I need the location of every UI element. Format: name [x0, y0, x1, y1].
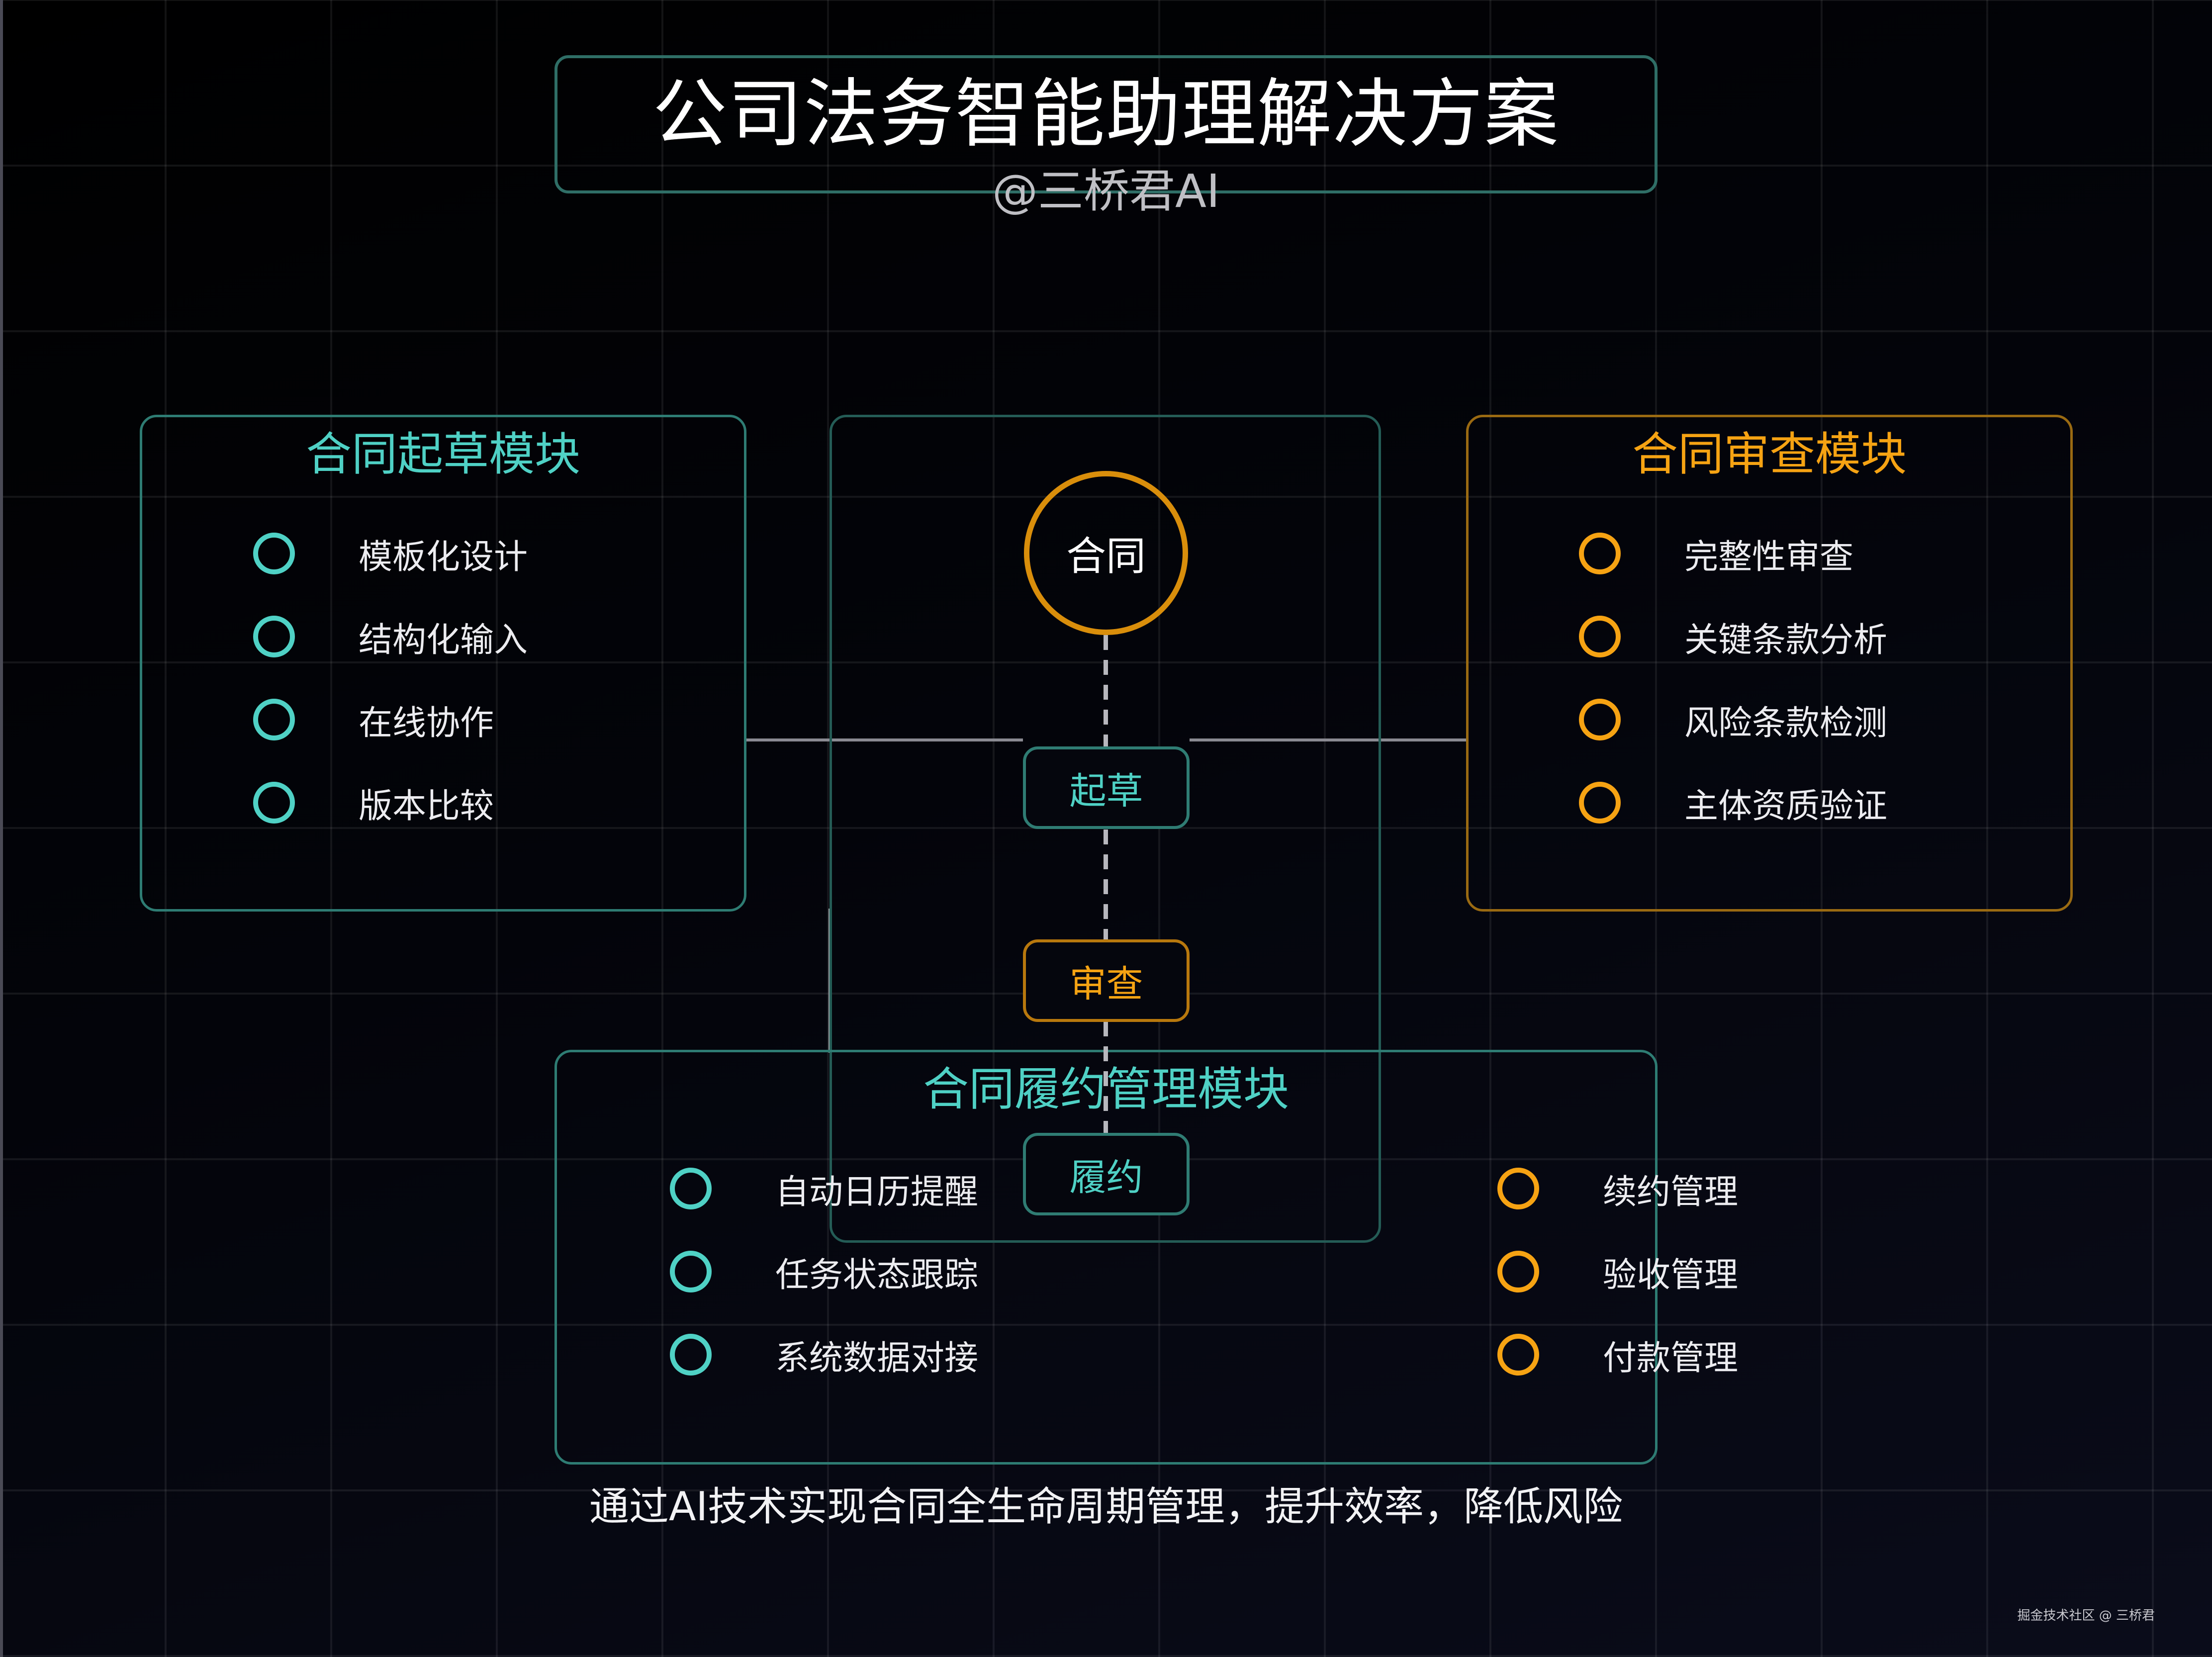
item-label: 结构化输入 [359, 620, 528, 660]
item-label: 风险条款检测 [1684, 703, 1888, 743]
list-item: 任务状态跟踪 [670, 1244, 978, 1299]
flow-dash-3 [1104, 1021, 1108, 1133]
connector-review [1190, 738, 1466, 741]
list-item: 模板化设计 [253, 526, 528, 581]
circle-bullet-icon [670, 1334, 712, 1376]
list-item: 续约管理 [1497, 1161, 1738, 1216]
item-label: 续约管理 [1603, 1172, 1739, 1212]
item-label: 验收管理 [1603, 1255, 1739, 1295]
circle-bullet-icon [1579, 533, 1621, 574]
item-label: 付款管理 [1603, 1338, 1739, 1378]
item-label: 自动日历提醒 [775, 1172, 979, 1212]
list-item: 关键条款分析 [1579, 609, 1887, 664]
left-edge [0, 0, 3, 1657]
list-item: 自动日历提醒 [670, 1161, 978, 1216]
page-title: 公司法务智能助理解决方案 [652, 71, 1560, 158]
item-label: 主体资质验证 [1684, 786, 1888, 826]
stage-performance: 履约 [1023, 1133, 1190, 1215]
list-item: 风险条款检测 [1579, 692, 1887, 747]
module-review-title: 合同审查模块 [1632, 428, 1907, 481]
list-item: 付款管理 [1497, 1327, 1738, 1382]
circle-bullet-icon [1497, 1251, 1539, 1292]
lifecycle-flow-panel [830, 415, 1381, 1243]
connector-drafting [746, 738, 1023, 741]
circle-bullet-icon [253, 782, 295, 824]
circle-bullet-icon [1579, 782, 1621, 824]
circle-bullet-icon [253, 533, 295, 574]
item-label: 系统数据对接 [775, 1338, 979, 1378]
circle-bullet-icon [1497, 1334, 1539, 1376]
author-subtitle: @三桥君AI [992, 165, 1220, 218]
list-item: 结构化输入 [253, 609, 528, 664]
circle-bullet-icon [253, 616, 295, 657]
title-frame [554, 55, 1658, 193]
item-label: 版本比较 [359, 786, 494, 826]
circle-bullet-icon [1579, 699, 1621, 740]
module-drafting-title: 合同起草模块 [305, 428, 580, 481]
stage-drafting: 起草 [1023, 746, 1190, 829]
list-item: 在线协作 [253, 692, 494, 747]
item-label: 完整性审查 [1684, 537, 1854, 577]
list-item: 版本比较 [253, 775, 494, 830]
stage-review: 审查 [1023, 939, 1190, 1022]
item-label: 任务状态跟踪 [775, 1255, 979, 1295]
list-item: 完整性审查 [1579, 526, 1853, 581]
circle-bullet-icon [670, 1168, 712, 1209]
list-item: 主体资质验证 [1579, 775, 1887, 830]
contract-hub-node: 合同 [1024, 471, 1188, 635]
item-label: 模板化设计 [359, 537, 528, 577]
module-review: 合同审查模块 [1466, 415, 2073, 912]
flow-dash-2 [1104, 829, 1108, 939]
watermark: 掘金技术社区 @ 三桥君 [2017, 1608, 2155, 1623]
list-item: 系统数据对接 [670, 1327, 978, 1382]
circle-bullet-icon [1497, 1168, 1539, 1209]
item-label: 关键条款分析 [1684, 620, 1888, 660]
circle-bullet-icon [1579, 616, 1621, 657]
flow-dash-1 [1104, 635, 1108, 746]
item-label: 在线协作 [359, 703, 494, 743]
circle-bullet-icon [253, 699, 295, 740]
summary-caption: 通过AI技术实现合同全生命周期管理，提升效率，降低风险 [589, 1483, 1623, 1530]
list-item: 验收管理 [1497, 1244, 1738, 1299]
circle-bullet-icon [670, 1251, 712, 1292]
module-drafting: 合同起草模块 [140, 415, 746, 912]
